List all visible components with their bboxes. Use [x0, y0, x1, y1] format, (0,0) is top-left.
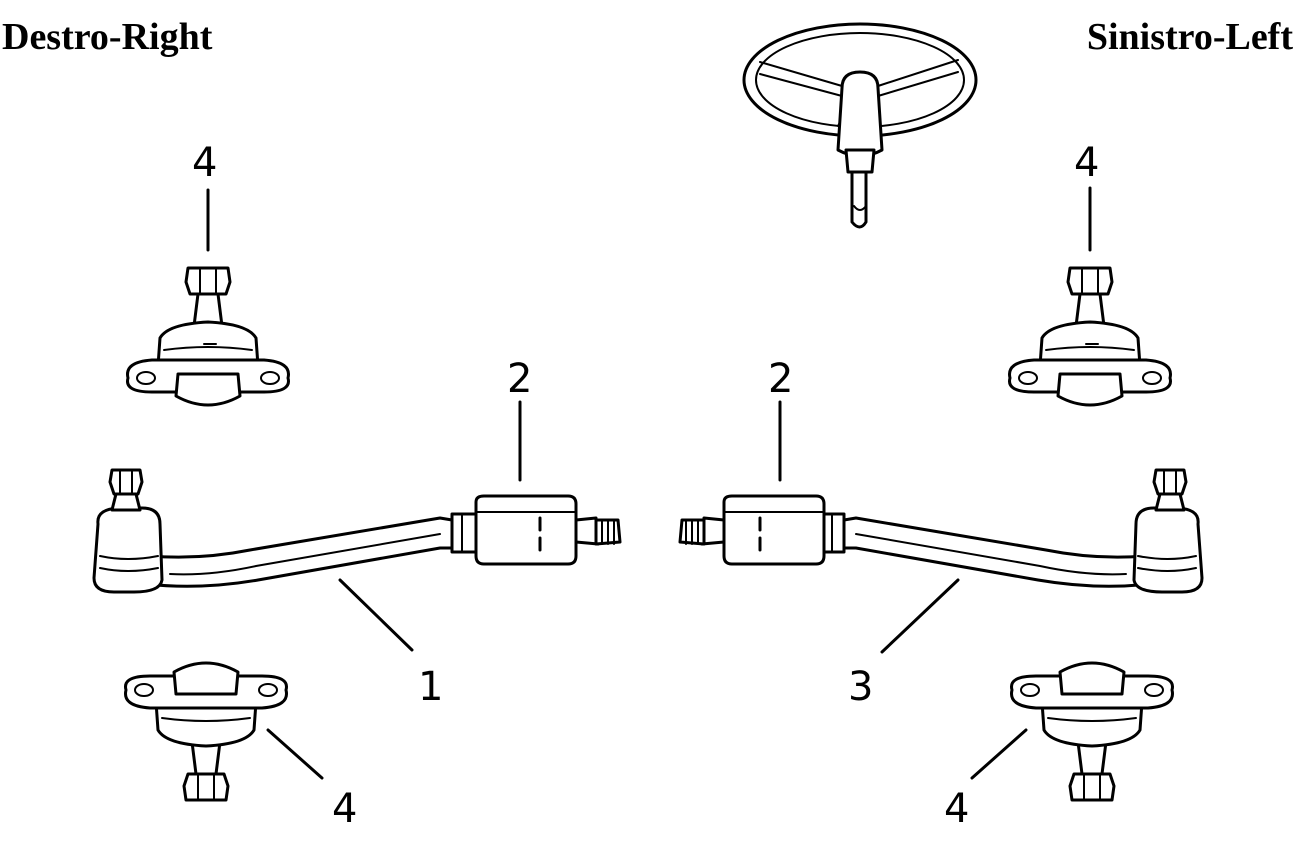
- callout-4-bottom-left: 4: [332, 786, 357, 832]
- callout-2-left: 2: [507, 356, 532, 402]
- steering-wheel-icon: [742, 22, 978, 229]
- ball-joint-bottom-left: [124, 661, 288, 802]
- adjuster-sleeve-left: [474, 494, 622, 566]
- callout-3: 3: [848, 664, 873, 710]
- callout-2-right: 2: [768, 356, 793, 402]
- callout-4-top-right: 4: [1074, 140, 1099, 186]
- ball-joint-bottom-right: [1010, 661, 1174, 802]
- callout-1: 1: [418, 664, 443, 710]
- heading-sinistro-left: Sinistro-Left: [1086, 16, 1293, 58]
- tie-rod-left: [92, 468, 480, 594]
- callout-4-bottom-right: 4: [944, 786, 969, 832]
- ball-joint-top-left: [126, 266, 290, 407]
- heading-destro-right: Destro-Right: [2, 16, 213, 58]
- callout-4-top-left: 4: [192, 140, 217, 186]
- ball-joint-top-right: [1008, 266, 1172, 407]
- leader-lines: [206, 186, 1092, 780]
- adjuster-sleeve-right: [678, 494, 826, 566]
- tie-rod-right: [816, 468, 1204, 594]
